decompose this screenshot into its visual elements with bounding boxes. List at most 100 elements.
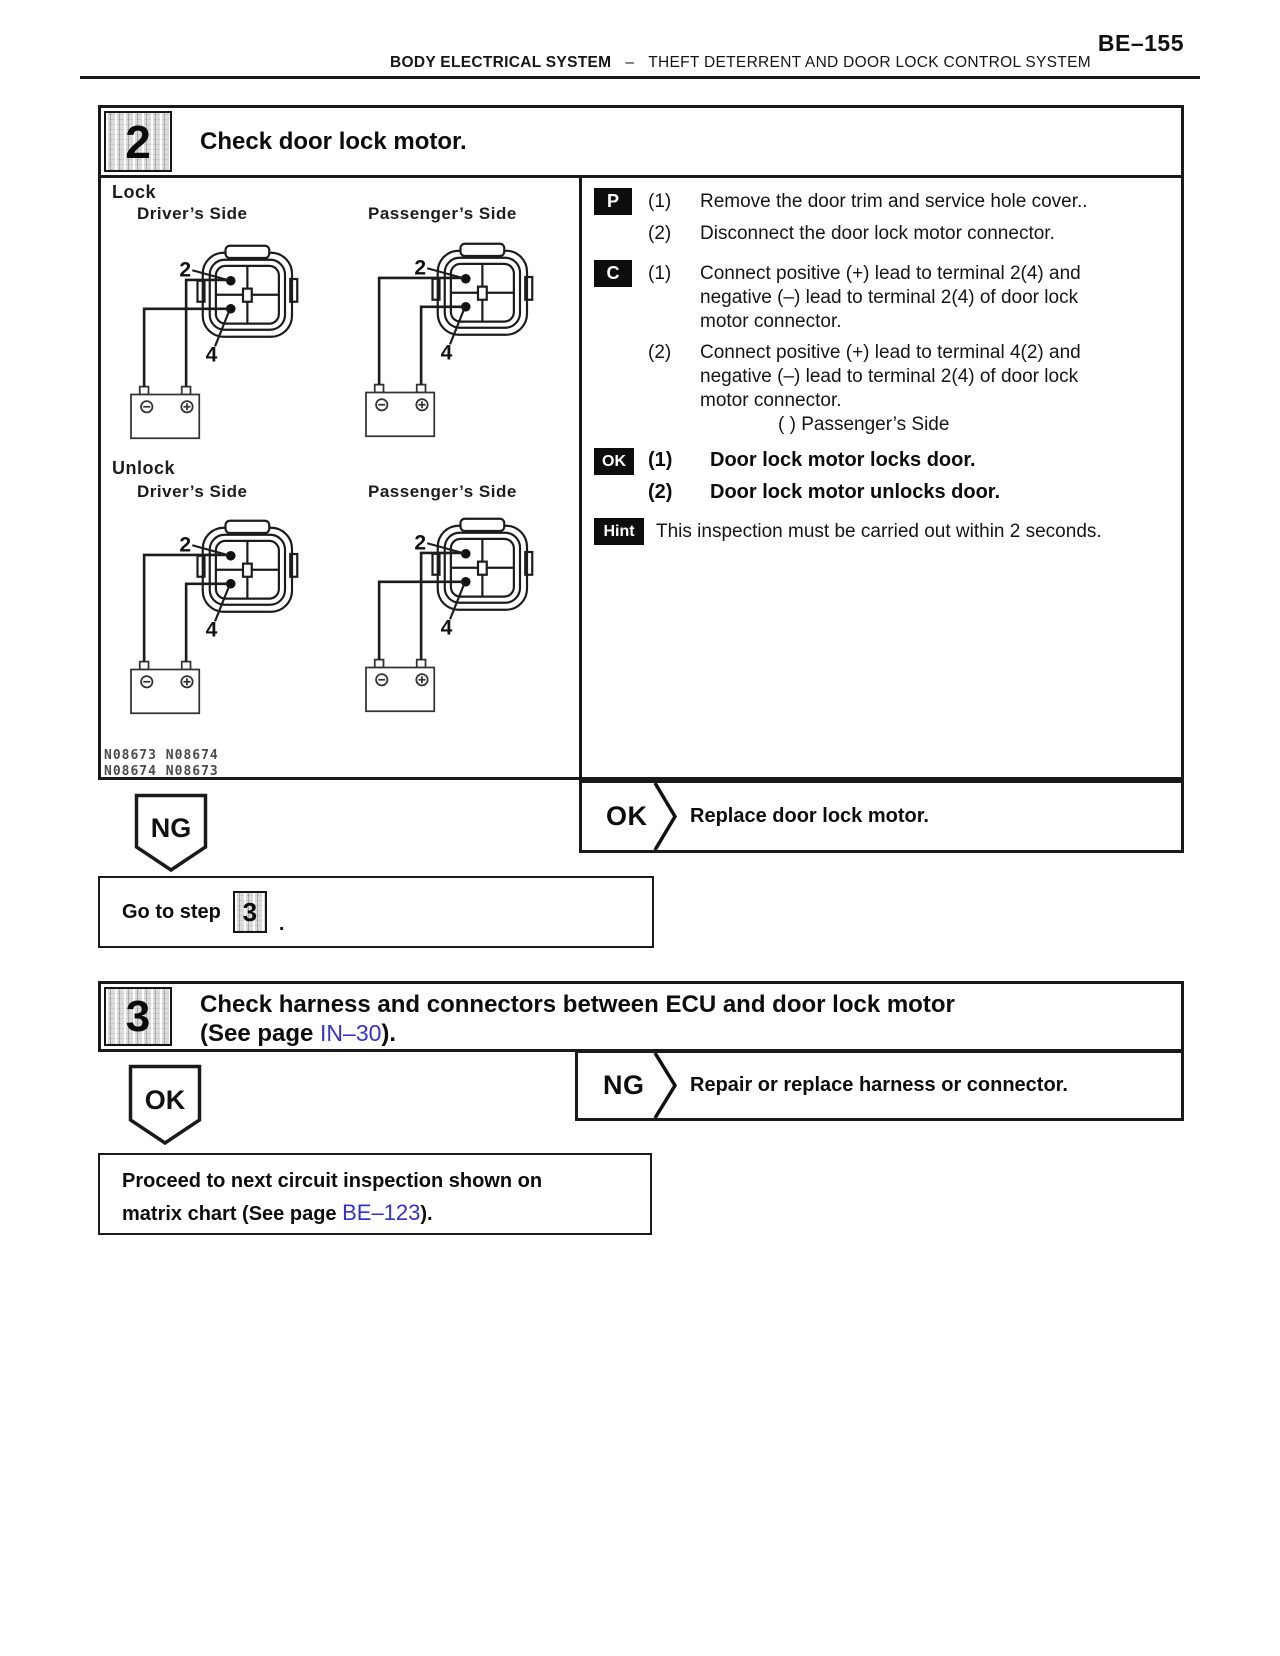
proceed-page-link[interactable]: BE–123 [342,1200,421,1225]
goto-step-text: Go to step [122,900,221,923]
ok-result-text: Replace door lock motor. [690,805,929,827]
goto-step-box: Go to step 3 . [98,876,654,948]
step2-number-badge: 2 [104,111,172,172]
ng-result-text: Repair or replace harness or connector. [690,1074,1068,1096]
c-note: ( ) Passenger’s Side [778,414,950,435]
battery-art [365,658,436,713]
diagram-unlock-driver: 2 4 [130,519,299,715]
ok-arrow-label: OK [145,1085,186,1115]
page-number: BE–155 [1097,30,1184,56]
wires [142,278,229,387]
hint-badge: Hint [594,518,644,545]
lock-driver-label: Driver’s Side [137,204,248,223]
column-divider [579,178,582,780]
c-item-2-line3: motor connector. [700,390,842,411]
goto-step-period: . [278,913,285,935]
battery-art [365,383,436,438]
prepare-badge: P [594,188,632,215]
proceed-text: Proceed to next circuit inspection shown… [122,1166,650,1230]
ng-arrow-label: NG [151,813,192,843]
see-page-link[interactable]: IN–30 [320,1020,382,1046]
proceed-line1: Proceed to next circuit inspection shown… [122,1170,543,1192]
figure-codes: N08673 N08674 N08674 N08673 [104,748,219,780]
ok-criteria-badge: OK [594,448,634,475]
ok-item-1-text: Door lock motor locks door. [710,449,976,471]
ng-arrow-step2: NG [134,793,208,878]
unlock-driver-label: Driver’s Side [137,482,248,501]
see-page-suffix: ). [381,1020,397,1047]
c-item-2-line2: negative (–) lead to terminal 2(4) of do… [700,366,1079,387]
c-item-1-num: (1) [648,263,672,284]
terminal-2-label: 2 [179,533,191,556]
terminal-4-label: 4 [206,343,218,366]
step2-number: 2 [125,115,151,168]
step3-number: 3 [125,991,151,1041]
terminal-2-label: 2 [179,258,191,281]
chevron-divider-icon [653,783,678,850]
c-item-1-line1: Connect positive (+) lead to terminal 2(… [700,263,1081,284]
unlock-section-label: Unlock [112,458,176,478]
p-item-1-num: (1) [648,191,672,212]
p-item-2-num: (2) [648,223,672,244]
terminal-4-label: 4 [441,341,453,364]
wires [142,553,229,662]
ok-item-2-text: Door lock motor unlocks door. [710,481,1001,503]
proceed-box: Proceed to next circuit inspection shown… [98,1153,652,1235]
header-subsection: THEFT DETERRENT AND DOOR LOCK CONTROL SY… [648,54,1091,71]
step3-title-line2: (See page IN–30). [200,1019,955,1048]
terminal-2-pin [225,550,236,561]
c-item-2-num: (2) [648,342,672,363]
header-separator: – [625,54,635,71]
proceed-line2-prefix: matrix chart (See page [122,1203,343,1225]
header-rule [80,76,1200,79]
see-page-prefix: (See page [200,1020,321,1047]
step3-title: Check harness and connectors between ECU… [200,991,955,1048]
wires [377,276,464,385]
diagram-unlock-passenger: 2 4 [365,517,534,713]
terminal-2-label: 2 [414,531,426,554]
diagram-lock-passenger: 2 4 [365,242,534,438]
step2-ok-result-box: OK Replace door lock motor. [579,780,1184,853]
step2-title: Check door lock motor. [200,127,467,155]
connector-art [431,517,534,611]
goto-step-number-badge: 3 [232,891,267,933]
header-section: BODY ELECTRICAL SYSTEM [390,54,612,71]
hint-text: This inspection must be carried out with… [656,521,1102,542]
c-item-1-line3: motor connector. [700,311,842,332]
ng-result-label: NG [603,1070,645,1100]
figure-code-line2: N08674 N08673 [104,764,219,779]
unlock-passenger-label: Passenger’s Side [368,482,517,501]
step2-header-box: 2 Check door lock motor. [98,105,1184,178]
step3-number-badge: 3 [104,987,172,1046]
page-header: BODY ELECTRICAL SYSTEM – THEFT DETERRENT… [390,54,1091,72]
terminal-4-label: 4 [441,616,453,639]
c-item-2-line1: Connect positive (+) lead to terminal 4(… [700,342,1081,363]
lock-passenger-label: Passenger’s Side [368,204,517,223]
terminal-2-pin [460,548,471,559]
check-badge: C [594,260,632,287]
terminal-2-label: 2 [414,256,426,279]
connector-art [196,244,299,338]
step3-header-box: 3 Check harness and connectors between E… [98,981,1184,1052]
connector-art [196,519,299,613]
connector-art [431,242,534,336]
ok-arrow-step3: OK [128,1064,202,1151]
battery-art [130,660,201,715]
terminal-2-pin [460,273,471,284]
ok-item-2-num: (2) [648,481,673,503]
proceed-suffix: ). [420,1203,433,1225]
terminal-4-label: 4 [206,618,218,641]
step3-ng-result-box: NG Repair or replace harness or connecto… [575,1050,1184,1121]
step3-title-line1: Check harness and connectors between ECU… [200,991,955,1018]
ok-item-1-num: (1) [648,449,673,471]
wires [377,551,464,660]
figure-code-line1: N08673 N08674 [104,748,219,763]
ok-result-label: OK [606,801,648,831]
diagram-lock-driver: 2 4 [130,244,299,440]
p-item-1-text: Remove the door trim and service hole co… [700,191,1088,212]
p-item-2-text: Disconnect the door lock motor connector… [700,223,1055,244]
battery-art [130,385,201,440]
proceed-line2: matrix chart (See page BE–123). [122,1197,650,1230]
terminal-2-pin [225,275,236,286]
